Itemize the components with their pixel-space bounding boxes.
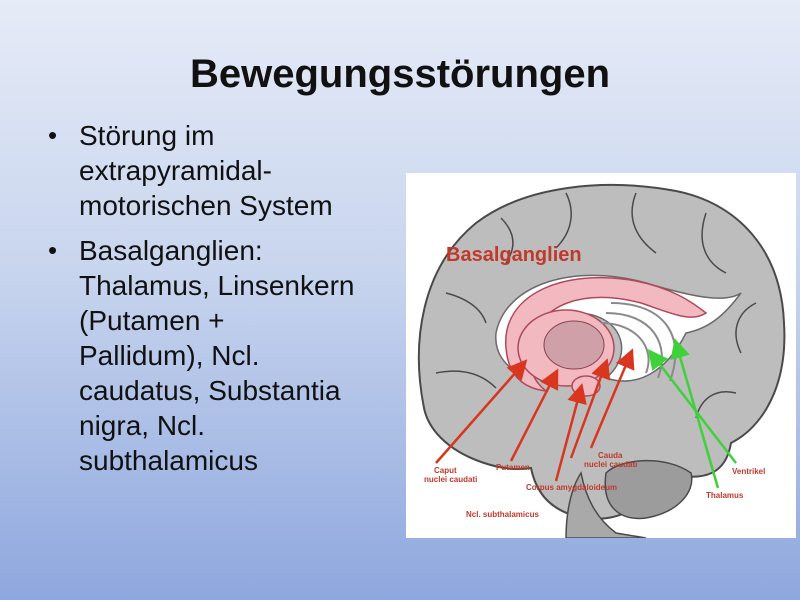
slide-title: Bewegungsstörungen xyxy=(189,52,611,96)
bullet-dot-icon: • xyxy=(48,235,58,265)
bullet-item: • Störung im extrapyramidal- motorischen… xyxy=(44,118,414,223)
bullet-text: Basalganglien: Thalamus, Linsenkern (Put… xyxy=(79,235,355,476)
figure-heading: Basalganglien xyxy=(446,244,582,266)
bullet-dot-icon: • xyxy=(48,120,58,150)
label-putamen: Putamen xyxy=(496,463,530,472)
label-corpus-amygdaloideum: Corpus amygdaloideum xyxy=(526,483,617,492)
bullet-text: Störung im extrapyramidal- motorischen S… xyxy=(79,120,333,221)
label-ncl-subthalamicus: Ncl. subthalamicus xyxy=(466,510,539,519)
bullet-item: • Basalganglien: Thalamus, Linsenkern (P… xyxy=(44,233,414,478)
label-thalamus: Thalamus xyxy=(706,491,744,500)
label-ventrikel: Ventrikel xyxy=(732,467,765,476)
bullet-list: • Störung im extrapyramidal- motorischen… xyxy=(44,118,414,488)
